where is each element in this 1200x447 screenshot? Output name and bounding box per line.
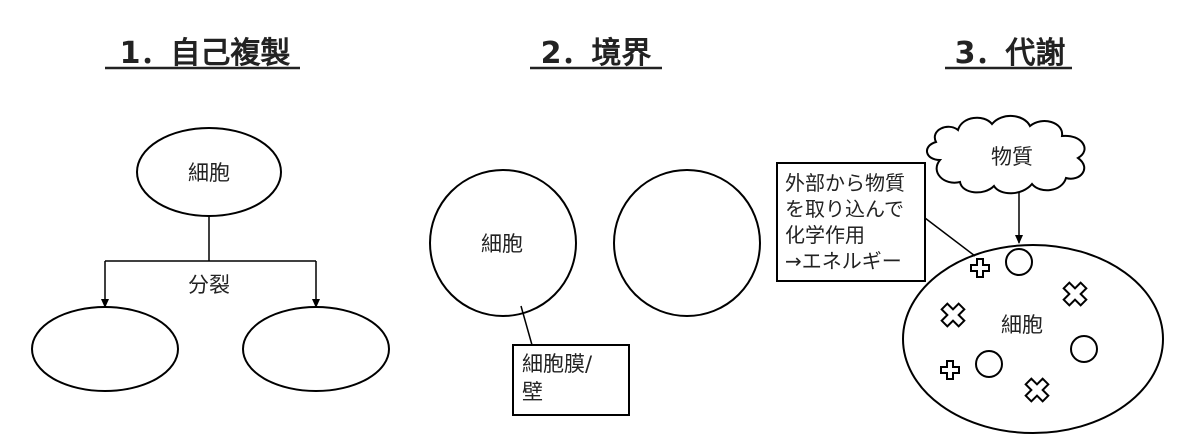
section-3-title: 3．代謝 [955,36,1066,71]
section-metabolism: 3．代謝 物質 細胞 外部から物 [776,36,1164,434]
membrane-pointer-line [520,305,533,346]
metabolism-callout-line-2: を取り込んで [785,197,904,221]
metabolism-callout-line-1: 外部から物質 [785,171,905,195]
division-label: 分裂 [188,273,230,297]
section-1-title: 1．自己複製 [120,36,291,71]
cell-circle-left [429,169,577,317]
cross-molecule [940,302,966,328]
plus-molecule [970,258,990,278]
metabolism-callout-line-4: →エネルギー [785,249,902,273]
cloud-shape [926,115,1086,195]
daughter-cell-left [31,306,179,392]
molecule-circle [975,350,1003,378]
membrane-callout-box [512,344,630,416]
metabolism-pointer-line [924,217,976,257]
metabolism-callout-line-3: 化学作用 [785,223,865,247]
metabolic-cell-ellipse [902,244,1164,434]
membrane-callout-line-2: 壁 [522,380,543,404]
molecule-circle [1070,335,1098,363]
cloud-label: 物質 [991,145,1033,169]
parent-cell-label: 細胞 [188,161,230,185]
cross-molecule [1024,377,1050,403]
cell-label: 細胞 [481,232,523,256]
section-self-replication: 1．自己複製 細胞 分裂 [31,36,390,392]
metabolic-cell-label: 細胞 [1001,313,1043,337]
section-boundary: 2．境界 細胞 細胞膜/ 壁 [429,36,761,416]
daughter-cell-right [242,306,390,392]
plus-molecule [940,360,960,380]
molecule-circle [1005,248,1033,276]
section-2-title: 2．境界 [541,36,652,71]
cross-molecule [1062,281,1088,307]
cell-circle-right [613,169,761,317]
membrane-callout-line-1: 細胞膜/ [522,352,593,376]
metabolism-callout-box [776,162,926,282]
